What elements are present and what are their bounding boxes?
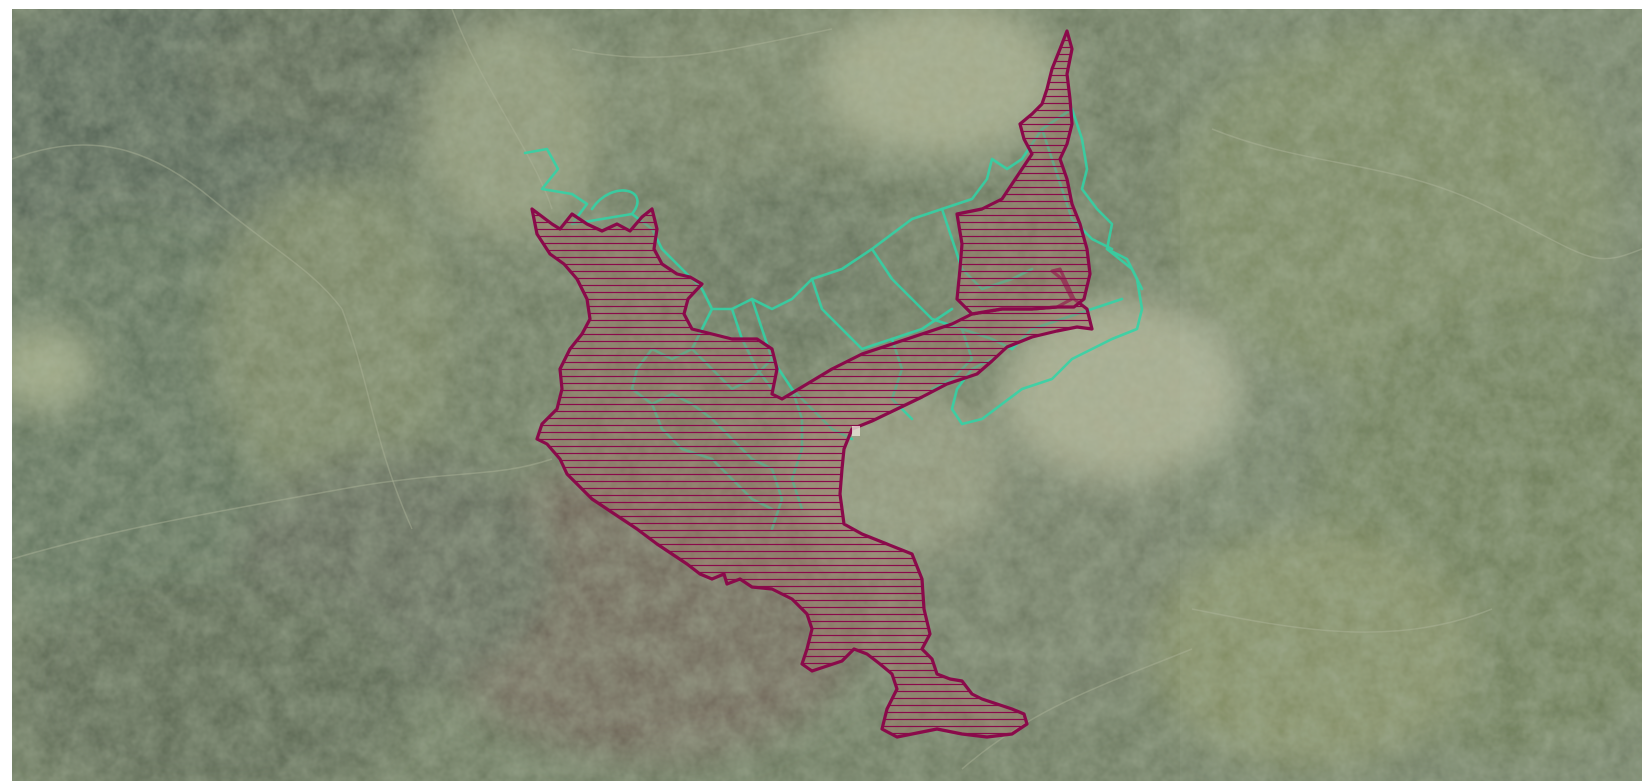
aerial-map[interactable]: [12, 9, 1642, 781]
study-area-polygon[interactable]: [530, 207, 1094, 739]
right-imagery-tile: [1180, 9, 1642, 781]
study-area-north-arm[interactable]: [955, 29, 1092, 316]
map-frame: [12, 9, 1642, 781]
settlement-marker: [852, 426, 860, 436]
